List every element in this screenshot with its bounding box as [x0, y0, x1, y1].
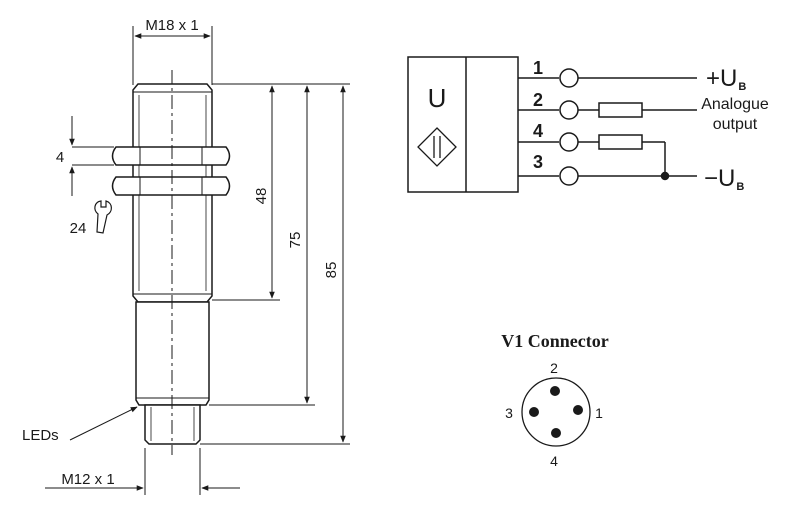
mechanical-drawing: M18 x 1 4 — [22, 17, 350, 495]
connector-pin-4 — [551, 428, 561, 438]
v1-connector: V1 Connector 1 2 3 4 — [501, 331, 608, 469]
analogue-output-line2: output — [713, 116, 758, 133]
pin-2-label: 2 — [533, 90, 543, 110]
dimension-85-label: 85 — [323, 262, 340, 279]
connector-pin-2-label: 2 — [550, 360, 558, 376]
wrench-icon — [94, 200, 112, 234]
hex-nut-lower — [111, 176, 231, 196]
connector-title: V1 Connector — [501, 331, 608, 351]
wiring-diagram: U 1 2 4 3 — [407, 56, 769, 193]
thread-bottom-dimension: M12 x 1 — [45, 448, 240, 495]
terminal-1 — [559, 68, 579, 88]
connector-pin-1 — [573, 405, 583, 415]
plus-ub-label: +UB — [706, 65, 746, 93]
pin-3-label: 3 — [533, 152, 543, 172]
connector-pin-3 — [529, 407, 539, 417]
minus-ub-label: −UB — [704, 165, 744, 193]
resistor-analogue — [598, 102, 643, 118]
symbol-letter-u: U — [428, 83, 447, 113]
dimension-75-label: 75 — [287, 232, 304, 249]
junction-dot — [660, 171, 670, 181]
resistor-pin-4 — [598, 134, 643, 150]
dimension-75: 75 — [287, 85, 310, 404]
terminal-4 — [559, 132, 579, 152]
nut-thickness-label: 4 — [56, 149, 64, 166]
leds-label: LEDs — [22, 427, 59, 444]
dimension-85: 85 — [323, 85, 346, 443]
thread-bottom-label: M12 x 1 — [61, 471, 114, 488]
connector-pin-4-label: 4 — [550, 453, 558, 469]
terminal-3 — [559, 166, 579, 186]
analogue-output-line1: Analogue — [701, 96, 769, 113]
hex-nut-upper — [111, 146, 231, 166]
terminal-2 — [559, 100, 579, 120]
svg-text:+UB: +UB — [706, 65, 746, 93]
dimension-48: 48 — [253, 85, 275, 299]
connector-pin-2 — [550, 386, 560, 396]
leds-callout: LEDs — [22, 406, 138, 444]
thread-top-dimension: M18 x 1 — [132, 17, 213, 85]
inductive-sensor-icon — [417, 127, 457, 167]
thread-top-label: M18 x 1 — [145, 17, 198, 34]
svg-text:−UB: −UB — [704, 165, 744, 193]
wrench-size: 24 — [70, 200, 112, 237]
connector-pin-3-label: 3 — [505, 405, 513, 421]
wrench-size-label: 24 — [70, 220, 87, 237]
connector-face — [521, 377, 591, 447]
nut-thickness-dimension: 4 — [56, 116, 114, 196]
pin-1-label: 1 — [533, 58, 543, 78]
connector-pin-1-label: 1 — [595, 405, 603, 421]
dimension-48-label: 48 — [253, 188, 270, 205]
pin-4-label: 4 — [533, 121, 543, 141]
sensor-block — [407, 56, 519, 193]
